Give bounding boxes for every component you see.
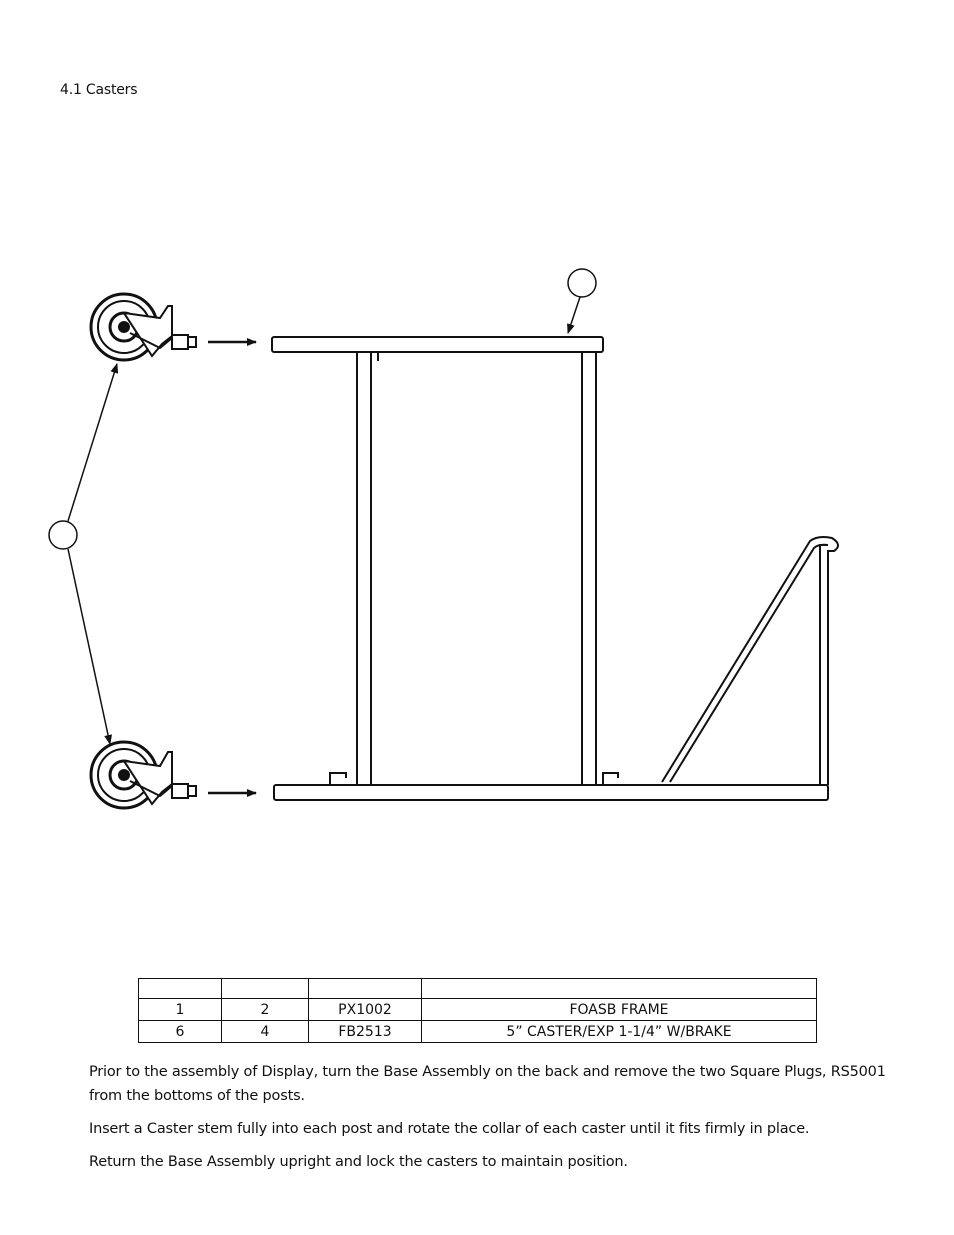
description-cell: FOASB FRAME bbox=[421, 998, 817, 1021]
table-header-row bbox=[138, 978, 817, 999]
instruction-paragraph: Prior to the assembly of Display, turn t… bbox=[89, 1064, 886, 1104]
instruction-paragraph: Return the Base Assembly upright and loc… bbox=[89, 1154, 628, 1170]
item-cell: 6 bbox=[138, 1020, 222, 1043]
instruction-paragraph: Insert a Caster stem fully into each pos… bbox=[89, 1121, 810, 1137]
frame bbox=[271, 336, 839, 801]
callout-caster bbox=[48, 363, 119, 745]
handle-rod bbox=[661, 536, 839, 785]
caster-bottom bbox=[89, 740, 197, 810]
qty-cell: 4 bbox=[221, 1020, 309, 1043]
frame-base-bar bbox=[273, 784, 829, 801]
header-cell bbox=[308, 978, 422, 999]
square-plug-right bbox=[598, 772, 619, 786]
frame-top-bar bbox=[271, 336, 604, 353]
header-cell bbox=[221, 978, 309, 999]
frame-right-post bbox=[581, 351, 597, 786]
part-number-cell: FB2513 bbox=[308, 1020, 422, 1043]
section-title: 4.1 Casters bbox=[60, 82, 138, 98]
table-row: 1 2 PX1002 FOASB FRAME bbox=[138, 998, 817, 1021]
caster-top bbox=[89, 292, 197, 362]
square-plug-left bbox=[325, 772, 347, 786]
frame-left-post bbox=[356, 351, 372, 786]
callout-frame bbox=[567, 268, 597, 334]
header-cell bbox=[421, 978, 817, 999]
table-row: 6 4 FB2513 5” CASTER/EXP 1-1/4” W/BRAKE bbox=[138, 1020, 817, 1043]
part-number-cell: PX1002 bbox=[308, 998, 422, 1021]
qty-cell: 2 bbox=[221, 998, 309, 1021]
description-cell: 5” CASTER/EXP 1-1/4” W/BRAKE bbox=[421, 1020, 817, 1043]
parts-table: 1 2 PX1002 FOASB FRAME 6 4 FB2513 5” CAS… bbox=[138, 978, 817, 1043]
header-cell bbox=[138, 978, 222, 999]
item-cell: 1 bbox=[138, 998, 222, 1021]
assembly-drawing bbox=[48, 268, 839, 810]
